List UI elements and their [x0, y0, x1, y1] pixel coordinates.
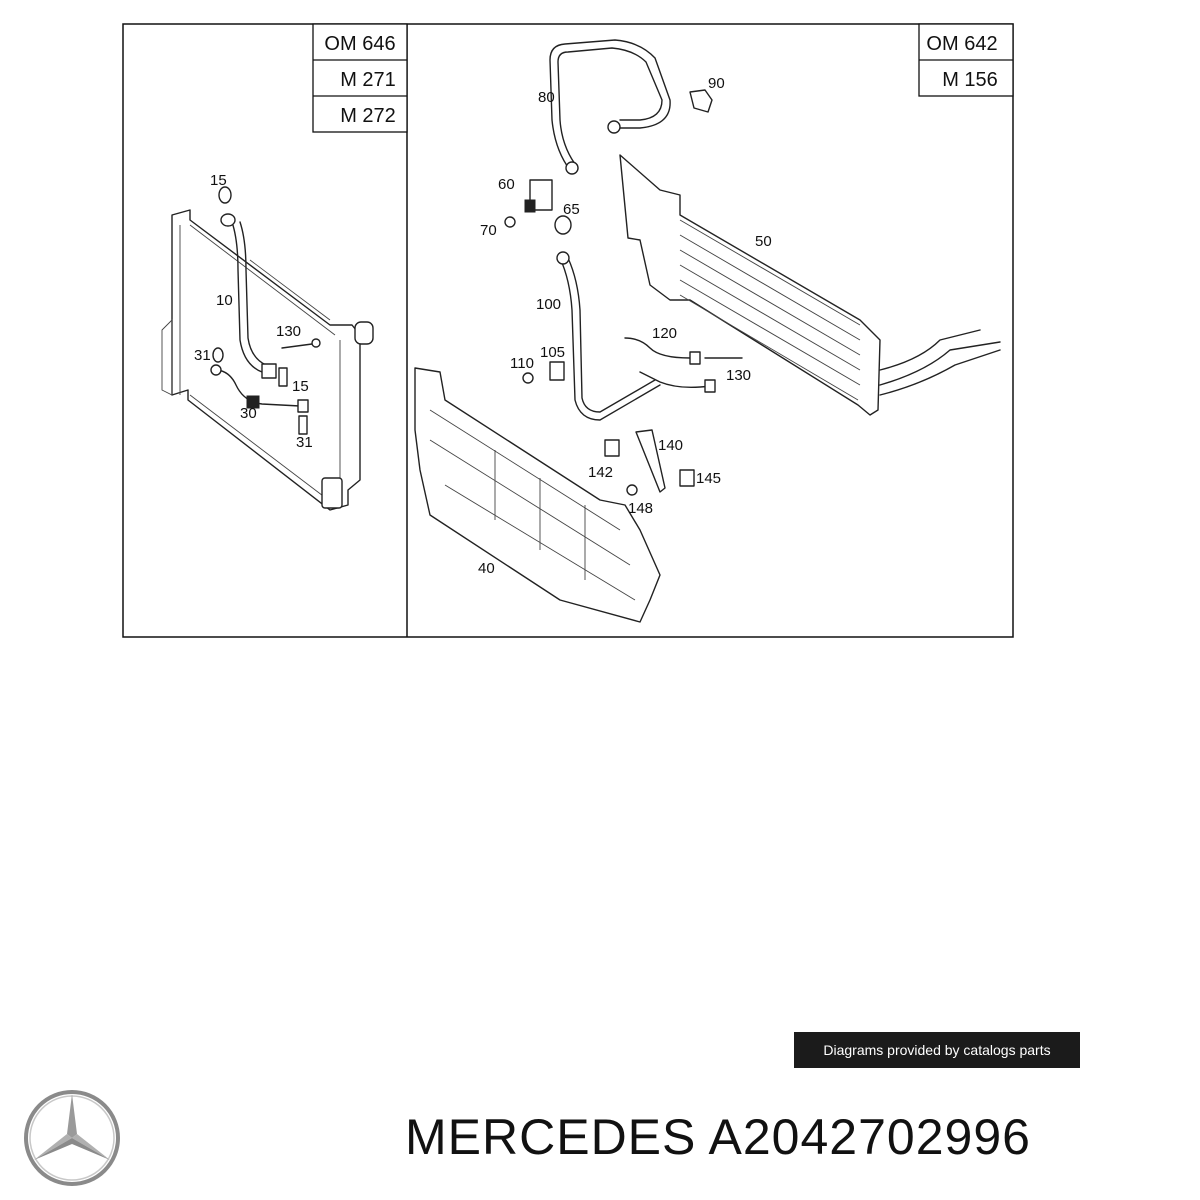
callout-label: 105: [540, 344, 565, 361]
callout-label: 31: [296, 434, 313, 451]
radiator-assembly: [161, 186, 374, 511]
engine-code: OM 646: [324, 33, 395, 55]
callout-label: 31: [194, 347, 211, 364]
brand-name: MERCEDES: [405, 1109, 697, 1165]
callout-label: 80: [538, 89, 555, 106]
part-number: A2042702996: [708, 1109, 1031, 1165]
engine-code: M 156: [942, 69, 998, 91]
engine-code: M 272: [340, 105, 396, 127]
diagram-credit-caption: Diagrams provided by catalogs parts: [794, 1032, 1080, 1068]
callout-label: 100: [536, 296, 561, 313]
engine-code: OM 642: [926, 33, 997, 55]
oil-cooler-assembly: [414, 39, 1001, 623]
callout-label: 65: [563, 201, 580, 218]
callout-label: 110: [510, 355, 534, 372]
callout-label: 10: [216, 292, 233, 309]
callout-label: 130: [276, 323, 301, 340]
callout-label: 15: [210, 172, 227, 189]
mercedes-star-icon: [24, 1090, 120, 1186]
callout-label: 120: [652, 325, 677, 342]
callout-label: 145: [696, 470, 721, 487]
callout-label: 60: [498, 176, 515, 193]
callout-label: 140: [658, 437, 683, 454]
callout-label: 142: [588, 464, 613, 481]
engine-code: M 271: [340, 69, 396, 91]
callout-label: 90: [708, 75, 725, 92]
callout-label: 70: [480, 222, 497, 239]
engine-table-left: OM 646 M 271 M 272: [312, 23, 408, 133]
engine-table-right: OM 642 M 156: [918, 23, 1014, 97]
callout-label: 130: [726, 367, 751, 384]
callout-label: 50: [755, 233, 772, 250]
callout-label: 148: [628, 500, 653, 517]
part-title: MERCEDES A2042702996: [405, 1108, 1031, 1166]
callout-label: 40: [478, 560, 495, 577]
callout-label: 30: [240, 405, 257, 422]
callout-label: 15: [292, 378, 309, 395]
